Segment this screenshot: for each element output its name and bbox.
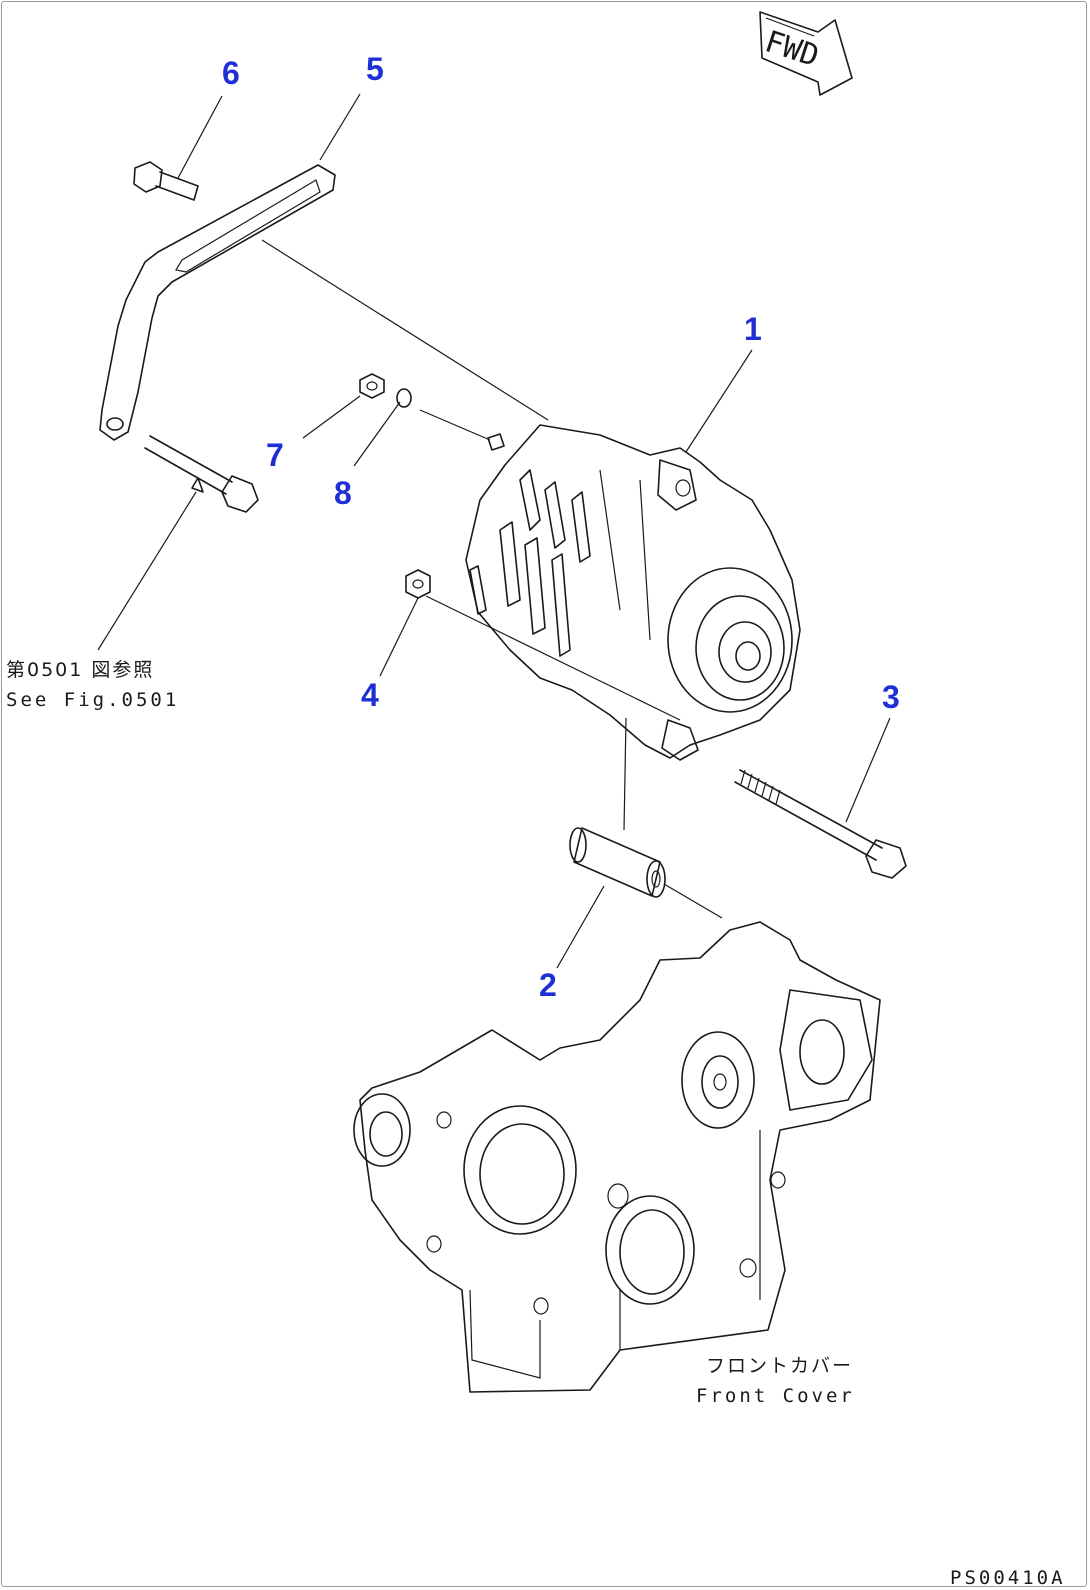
assembly-lines	[261, 239, 723, 919]
adjust-bracket-5	[99, 164, 336, 441]
front-cover	[353, 921, 881, 1393]
callout-7: 7	[266, 437, 284, 473]
long-bolt-3	[734, 769, 907, 879]
nut-7	[359, 373, 385, 399]
fwd-label: FWD	[761, 24, 823, 74]
mounting-bolt	[144, 435, 259, 513]
washer-8	[396, 388, 412, 408]
callout-4: 4	[361, 677, 379, 713]
spacer-2	[569, 827, 666, 898]
callout-2: 2	[539, 967, 557, 1003]
leader-lines	[97, 93, 891, 969]
callout-8: 8	[334, 475, 352, 511]
callout-6: 6	[222, 55, 240, 91]
drawing-code: PS00410A	[950, 1567, 1066, 1589]
bracket-bolt-6	[133, 161, 199, 201]
alternator-1	[465, 424, 801, 761]
reference-note-jp: 第0501 図参照	[6, 659, 154, 681]
nut-4	[405, 569, 431, 599]
callout-5: 5	[366, 51, 384, 87]
front-cover-label-jp: フロントカバー	[706, 1355, 853, 1377]
front-cover-label-en: Front Cover	[696, 1385, 855, 1407]
fwd-arrow-icon: FWD	[759, 11, 853, 96]
callout-3: 3	[882, 679, 900, 715]
callout-1: 1	[744, 311, 762, 347]
reference-note-en: See Fig.0501	[6, 689, 179, 711]
callout-labels: 1 2 3 4 5 6 7 8	[222, 51, 900, 1003]
